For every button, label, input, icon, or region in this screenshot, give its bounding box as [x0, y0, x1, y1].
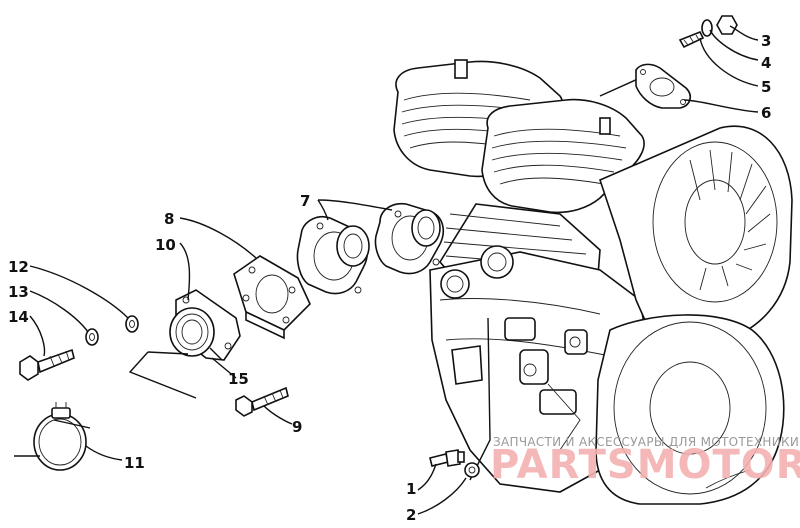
callout-13: 13	[8, 283, 29, 301]
part-12-washer	[125, 315, 139, 333]
part-5-stud	[678, 30, 705, 49]
mount-leader	[599, 77, 641, 97]
part-8-spacer-plate	[233, 255, 311, 340]
callout-15: 15	[228, 370, 249, 388]
callout-8: 8	[164, 210, 174, 228]
callout-6: 6	[761, 104, 771, 122]
watermark: ЗАПЧАСТИ И АКСЕССУАРЫ ДЛЯ МОТОТЕХНИКИ PA…	[490, 435, 800, 488]
part-3-nut	[716, 15, 738, 35]
callout-3: 3	[761, 32, 771, 50]
recoil-starter-cover	[595, 314, 785, 505]
callout-5: 5	[761, 78, 771, 96]
watermark-brand: PARTSMOTOR.RU	[490, 442, 800, 488]
callout-2: 2	[406, 506, 416, 524]
part-11-clamp	[33, 402, 87, 471]
fan-shroud	[599, 125, 793, 355]
callout-9: 9	[292, 418, 302, 436]
part-4-washer	[701, 19, 713, 37]
callout-14: 14	[8, 308, 29, 326]
engine-assembly	[393, 59, 793, 505]
part-13-lockwasher	[85, 328, 99, 346]
callout-labels: 1 2 3 4 5 6 7 8 9 10 11 12 13 14 15	[8, 32, 771, 524]
part-9-bolt	[235, 386, 289, 417]
part-2-washer	[464, 462, 480, 478]
leader-lines	[14, 25, 759, 515]
part-7-intake-gaskets	[296, 202, 445, 295]
watermark-caption: ЗАПЧАСТИ И АКСЕССУАРЫ ДЛЯ МОТОТЕХНИКИ	[493, 435, 799, 449]
part-6-gasket	[635, 63, 692, 109]
intake-ports	[440, 245, 514, 299]
callout-11: 11	[124, 454, 145, 472]
callout-12: 12	[8, 258, 29, 276]
callout-10: 10	[155, 236, 176, 254]
part-14-bolt	[19, 348, 75, 381]
callout-7: 7	[300, 192, 310, 210]
callout-4: 4	[761, 54, 771, 72]
part-1-fitting	[429, 449, 465, 467]
callout-1: 1	[406, 480, 416, 498]
carburetor-linkage	[451, 317, 588, 481]
part-10-intake-flange	[169, 289, 241, 361]
